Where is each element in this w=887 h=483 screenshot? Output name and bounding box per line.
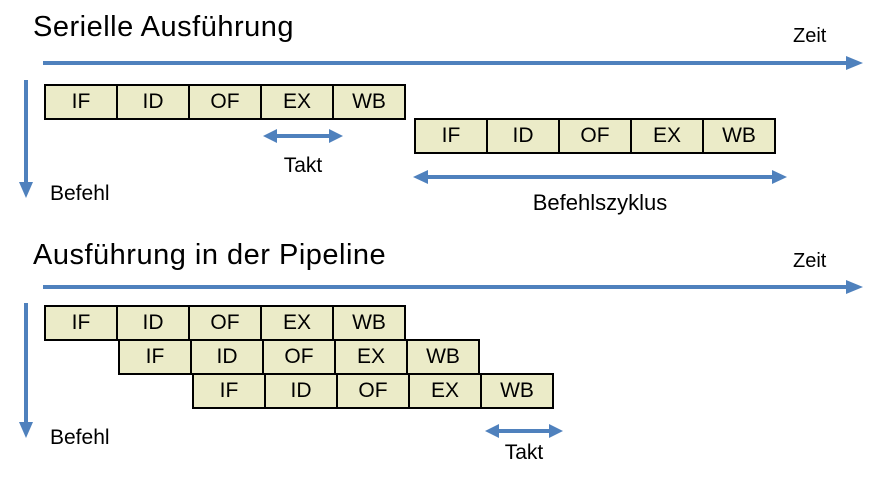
pipeline-stage-cell: EX <box>260 84 334 120</box>
pipeline-stage-cell: IF <box>44 84 118 120</box>
pipeline-stage-cell: WB <box>702 118 776 154</box>
pipeline-takt-span-arrow-icon <box>485 424 563 438</box>
pipeline-stage-cell: EX <box>630 118 704 154</box>
pipeline-stage-cell: ID <box>264 373 338 409</box>
pipeline-stage-cell: WB <box>406 339 480 375</box>
pipeline-stage-cell: ID <box>486 118 560 154</box>
serial-section-title: Serielle Ausführung <box>33 11 294 43</box>
pipeline-stage-cell: ID <box>116 305 190 341</box>
pipeline-stage-cell: EX <box>260 305 334 341</box>
serial-instruction-axis-label: Befehl <box>50 182 110 205</box>
pipeline-stage-cell: IF <box>118 339 192 375</box>
befehlszyklus-span-arrow-icon <box>413 170 787 184</box>
serial-instruction-axis-arrow-icon <box>19 80 33 198</box>
pipeline-stage-cell: OF <box>188 305 262 341</box>
pipeline-takt-label: Takt <box>504 441 544 464</box>
serial-takt-label: Takt <box>283 154 323 177</box>
befehlszyklus-label: Befehlszyklus <box>532 190 668 215</box>
pipeline-stage-cell: EX <box>408 373 482 409</box>
pipeline-time-axis-label: Zeit <box>793 250 827 272</box>
serial-time-axis-arrow-icon <box>43 56 863 70</box>
pipeline-section-title: Ausführung in der Pipeline <box>33 239 387 271</box>
pipeline-time-axis-arrow-icon <box>43 280 863 294</box>
pipeline-stage-cell: IF <box>414 118 488 154</box>
pipeline-stage-cell: ID <box>116 84 190 120</box>
pipeline-stage-cell: OF <box>558 118 632 154</box>
pipeline-instruction-axis-arrow-icon <box>19 303 33 438</box>
pipeline-stage-cell: EX <box>334 339 408 375</box>
pipeline-stage-cell: IF <box>192 373 266 409</box>
pipeline-stage-cell: OF <box>336 373 410 409</box>
serial-takt-span-arrow-icon <box>263 129 343 143</box>
pipeline-stage-cell: ID <box>190 339 264 375</box>
pipeline-stage-cell: WB <box>332 84 406 120</box>
pipeline-instruction-axis-label: Befehl <box>50 426 110 449</box>
pipeline-stage-cell: OF <box>262 339 336 375</box>
serial-time-axis-label: Zeit <box>793 25 827 47</box>
pipeline-stage-cell: WB <box>332 305 406 341</box>
pipeline-stage-cell: IF <box>44 305 118 341</box>
pipeline-stage-cell: WB <box>480 373 554 409</box>
pipeline-stage-cell: OF <box>188 84 262 120</box>
